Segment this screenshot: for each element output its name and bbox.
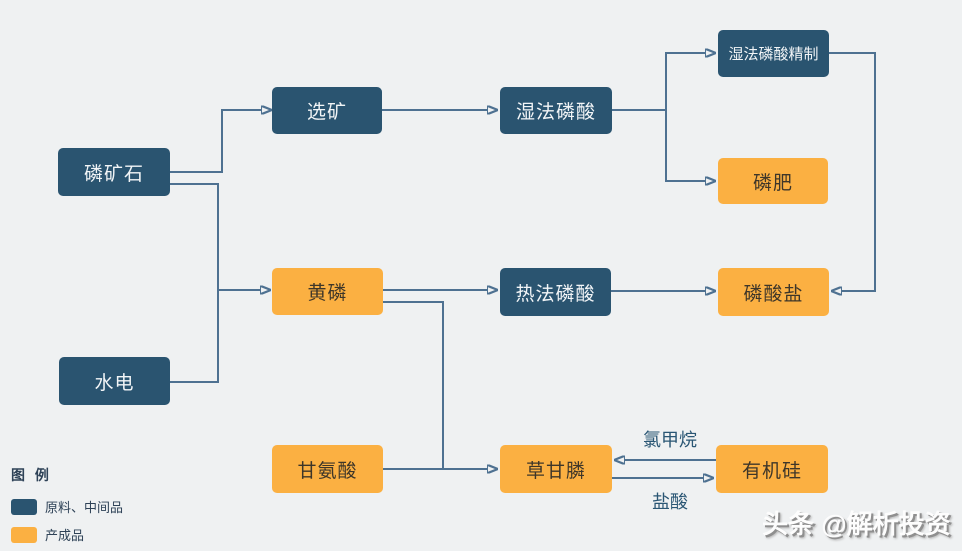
node-phosphate-rock: 磷矿石 — [58, 148, 170, 196]
legend-swatch-raw — [11, 498, 37, 515]
node-thermal-process-phosphoric-acid: 热法磷酸 — [500, 268, 611, 316]
edge-phosphate-rock-to-ore-dressing — [170, 110, 262, 173]
node-phosphate-fertilizer: 磷肥 — [718, 158, 828, 204]
node-glycine: 甘氨酸 — [272, 445, 383, 493]
node-hydropower: 水电 — [59, 357, 170, 405]
edge-refined-to-phosphate-salts — [829, 52, 876, 291]
legend-label-product: 产成品 — [45, 528, 85, 543]
node-ore-dressing: 选矿 — [272, 87, 382, 134]
edge-yellow-phosphorus-to-glyphosate-trunk — [383, 301, 444, 468]
edge-phosphate-rock-hydropower-trunk — [170, 183, 219, 383]
node-refined-wet-process-phosphoric-acid: 湿法磷酸精制 — [718, 30, 829, 77]
node-organosilicon: 有机硅 — [716, 445, 828, 493]
edge-wet-acid-to-fertilizer — [665, 110, 706, 181]
node-phosphate-salts: 磷酸盐 — [718, 268, 829, 316]
legend-label-raw: 原料、中间品 — [45, 500, 124, 515]
node-glyphosate: 草甘膦 — [500, 445, 612, 493]
edge-wet-acid-to-refined — [665, 53, 706, 110]
node-yellow-phosphorus: 黄磷 — [272, 268, 383, 315]
legend-item-product: 产成品 — [11, 525, 123, 544]
node-wet-process-phosphoric-acid: 湿法磷酸 — [500, 87, 612, 134]
legend-title: 图 例 — [11, 467, 52, 483]
edge-label-chloromethane: 氯甲烷 — [643, 430, 697, 450]
legend: 图 例 原料、中间品 产成品 — [11, 465, 123, 551]
watermark: 头条 @解析投资 — [762, 509, 951, 539]
legend-swatch-product — [11, 526, 37, 543]
legend-item-raw: 原料、中间品 — [11, 497, 123, 516]
edge-label-hydrochloric-acid: 盐酸 — [652, 492, 688, 512]
